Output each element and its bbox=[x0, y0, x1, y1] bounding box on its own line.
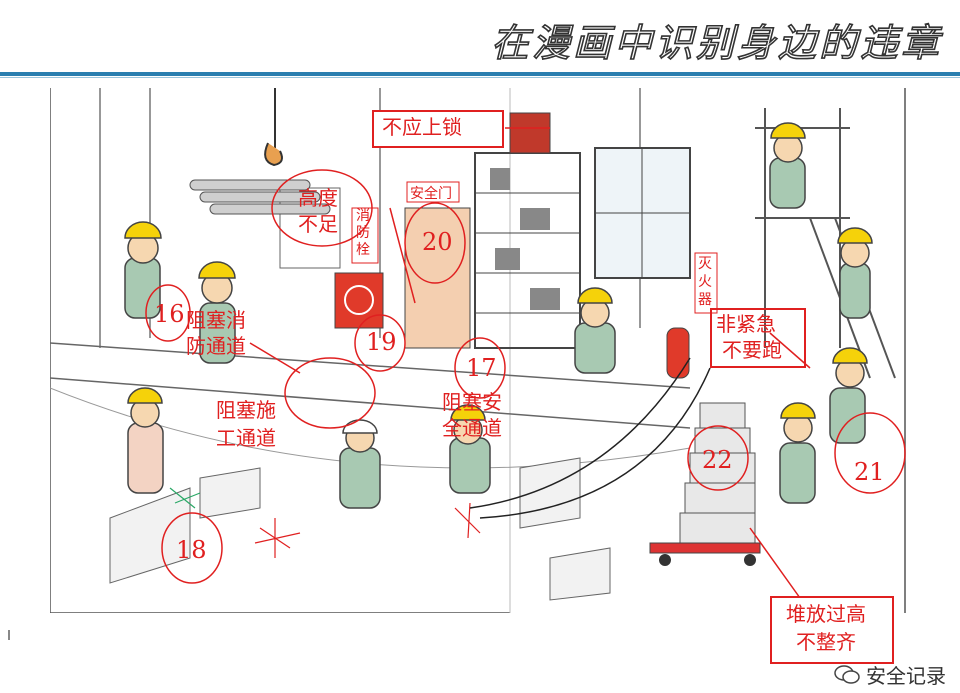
number-18: 18 bbox=[176, 536, 207, 564]
sign-extinguisher: 灭 火 器 bbox=[698, 256, 712, 308]
callout-box-stack bbox=[770, 596, 894, 664]
watermark-text: 安全记录 bbox=[866, 664, 946, 688]
callout-no-run-2: 不要跑 bbox=[722, 338, 782, 362]
callout-box-no-run bbox=[710, 308, 806, 368]
callout-height-low-1: 高度 bbox=[298, 186, 338, 210]
callout-stack-1: 堆放过高 bbox=[786, 602, 866, 626]
title-divider-thin bbox=[0, 77, 960, 78]
callout-block-fire-1: 阻塞消 bbox=[186, 308, 246, 332]
callout-no-lock: 不应上锁 bbox=[382, 115, 462, 139]
callout-height-low-2: 不足 bbox=[298, 212, 338, 236]
number-17: 17 bbox=[466, 354, 497, 382]
number-19: 19 bbox=[366, 328, 397, 356]
sign-fire-hydrant: 消 防 栓 bbox=[356, 208, 370, 258]
number-16: 16 bbox=[154, 300, 185, 328]
number-22: 22 bbox=[702, 446, 733, 474]
page-marker bbox=[8, 630, 10, 640]
number-20: 20 bbox=[422, 228, 453, 256]
callout-block-safe-1: 阻塞安 bbox=[442, 390, 502, 414]
watermark: 安全记录 bbox=[834, 660, 946, 689]
cartoon-scene: 不应上锁 高度 不足 安全门 消 防 栓 灭 火 器 20 16 19 17 1… bbox=[49, 88, 910, 664]
callout-block-safe-2: 全通道 bbox=[442, 416, 502, 440]
page-title: 在漫画中识别身边的违章 bbox=[490, 20, 942, 66]
wechat-icon bbox=[834, 664, 860, 684]
title-divider bbox=[0, 72, 960, 76]
callout-block-fire-2: 防通道 bbox=[186, 334, 246, 358]
callout-block-work-2: 工通道 bbox=[216, 426, 276, 450]
callout-stack-2: 不整齐 bbox=[796, 630, 856, 654]
number-21: 21 bbox=[854, 458, 885, 486]
callout-box-no-lock bbox=[372, 110, 504, 148]
callout-no-run-1: 非紧急 bbox=[716, 312, 776, 336]
sign-safety-door: 安全门 bbox=[410, 186, 452, 202]
cartoon-illustration bbox=[49, 88, 906, 614]
callout-block-work-1: 阻塞施 bbox=[216, 398, 276, 422]
